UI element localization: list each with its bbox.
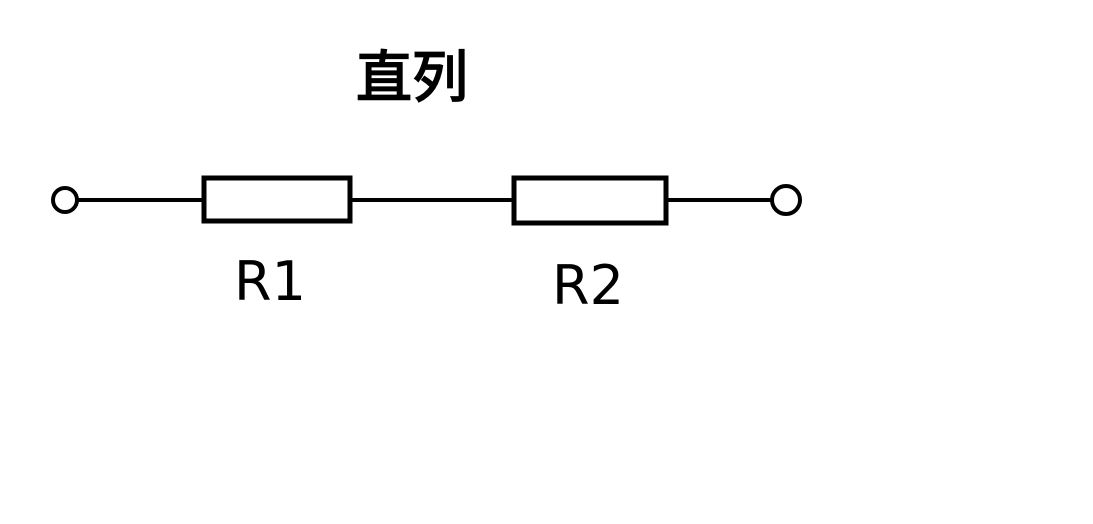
resistor-r2-label: R2 [552, 254, 624, 317]
terminal-left [51, 186, 79, 214]
resistor-r1-label: R1 [234, 250, 306, 313]
diagram-title: 直列 [356, 46, 468, 111]
terminal-right [770, 184, 802, 216]
resistor-r2 [511, 175, 669, 226]
resistor-r1 [201, 175, 353, 224]
